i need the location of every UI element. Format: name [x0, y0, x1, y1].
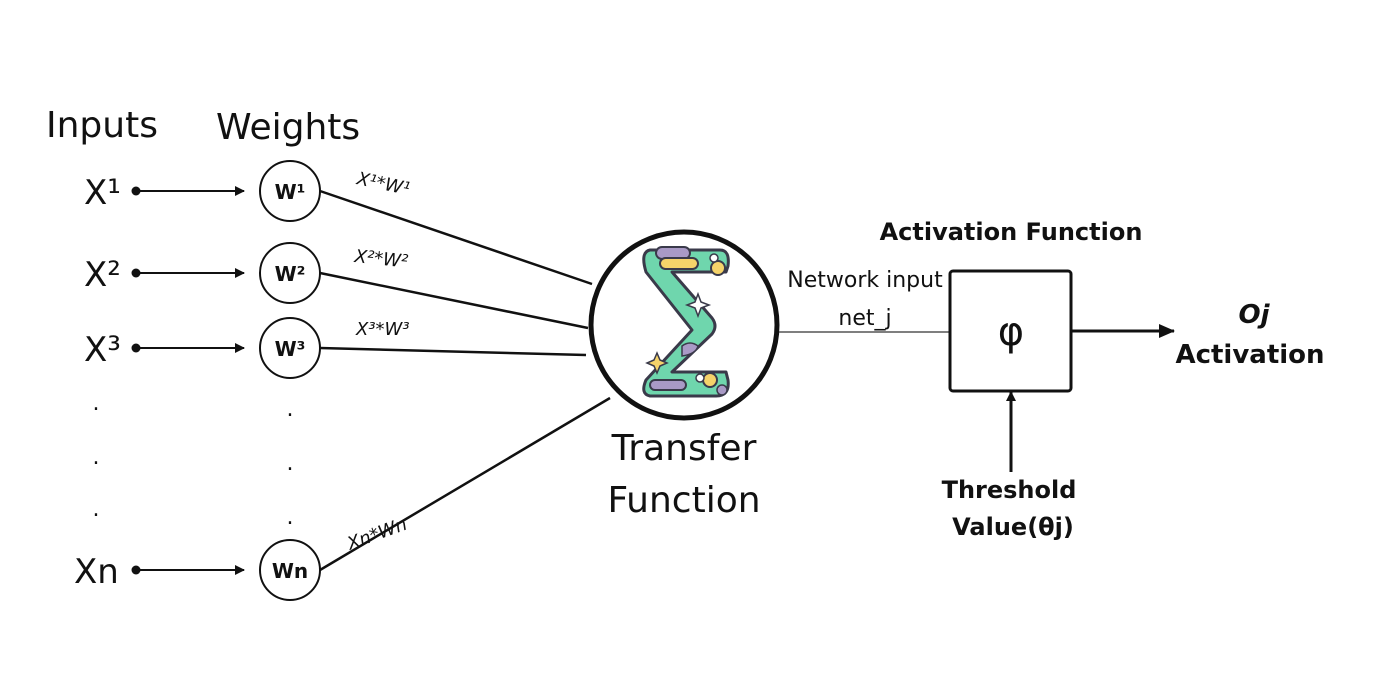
- product-label-n: Xn*Wn: [344, 514, 410, 555]
- input-label-x3: X³: [84, 330, 121, 370]
- input-label-x1: X¹: [84, 173, 121, 213]
- product-label-1: X¹*W¹: [354, 168, 412, 200]
- inputs-header: Inputs: [46, 105, 158, 146]
- transfer-function-label-line2: Function: [607, 480, 760, 521]
- product-label-2: X²*W²: [352, 246, 408, 273]
- input-label-x2: X²: [84, 255, 121, 295]
- input-label-xn: Xn: [74, 552, 119, 592]
- weighted-connection-3: [319, 346, 587, 357]
- weight-label-wn: Wn: [272, 559, 308, 583]
- weight-label-w2: W²: [275, 262, 306, 286]
- activation-function-title: Activation Function: [880, 218, 1143, 246]
- activation-function-symbol: φ: [998, 309, 1024, 355]
- weights-ellipsis-dot-2: .: [287, 451, 294, 476]
- product-label-3: X³*W³: [355, 319, 410, 340]
- weight-label-w1: W¹: [275, 180, 306, 204]
- weighted-connection-2: [319, 271, 589, 330]
- inputs-ellipsis-dot-3: .: [93, 497, 100, 522]
- weight-label-w3: W³: [275, 337, 306, 361]
- threshold-label-line1: Threshold: [942, 476, 1077, 504]
- weighted-connection-1: [319, 189, 593, 286]
- weighted-connection-n: [319, 396, 611, 572]
- network-input-label: Network input: [787, 268, 943, 293]
- weights-ellipsis-dot-1: .: [287, 397, 294, 422]
- sigma-icon: [642, 246, 730, 398]
- threshold-label-line2: Value(θj): [952, 513, 1074, 541]
- transfer-function-label-line1: Transfer: [611, 428, 757, 469]
- network-input-net-label: net_j: [838, 306, 891, 331]
- output-symbol: Oj: [1238, 300, 1270, 330]
- output-label: Activation: [1175, 340, 1324, 370]
- summation-node: [588, 229, 780, 421]
- weights-header: Weights: [216, 107, 360, 148]
- weights-ellipsis-dot-3: .: [287, 505, 294, 530]
- inputs-ellipsis-dot-1: .: [93, 391, 100, 416]
- inputs-ellipsis-dot-2: .: [93, 445, 100, 470]
